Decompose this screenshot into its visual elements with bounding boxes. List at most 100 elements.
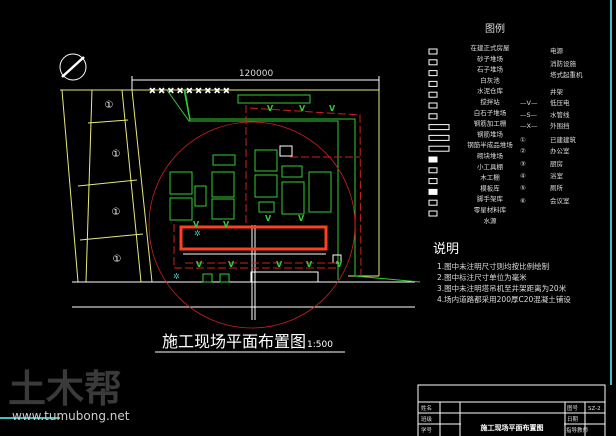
legend-item-label: 井架: [550, 87, 564, 96]
fence-markers: × × × × × × × × ×: [149, 86, 231, 96]
legend-item-label: 厕所: [550, 183, 564, 192]
legend-symbol-icon: ④: [520, 172, 526, 180]
svg-text:①: ①: [113, 254, 122, 265]
legend-item-label: 低压电: [550, 98, 570, 107]
svg-text:× × × × × × × × ×: × × × × × × × × ×: [149, 86, 230, 95]
svg-text:姓名: 姓名: [421, 404, 432, 412]
fire-hydrant-icon: ✲: [173, 272, 180, 281]
svg-text:SZ-2: SZ-2: [588, 406, 601, 412]
legend-symbol-icon: [428, 178, 438, 185]
svg-text:V: V: [265, 214, 272, 223]
legend-item-label: 钢筋堆场: [477, 129, 504, 138]
existing-building-numbers: ① ① ① ①: [105, 100, 122, 265]
legend-symbol-icon: [428, 124, 450, 131]
legend-item-label: 厨房: [550, 159, 563, 168]
legend-item-label: 在建正式房屋: [471, 43, 511, 52]
svg-text:V: V: [223, 220, 230, 229]
legend-item-label: 电源: [550, 46, 564, 55]
legend-item-label: 砂子堆场: [477, 54, 504, 63]
notes-title: 说明: [433, 242, 459, 257]
svg-text:①: ①: [112, 149, 121, 160]
tower-crane-icon: ✲: [194, 229, 201, 238]
legend-symbol-icon: ⑥: [520, 197, 526, 205]
legend-symbol-icon: —X—: [520, 122, 538, 130]
legend-symbol-icon: [428, 145, 450, 152]
legend-symbol-icon: ⑤: [520, 184, 526, 192]
site-fence: [60, 89, 380, 283]
legend-symbol-icon: —V—: [520, 99, 538, 107]
svg-text:V: V: [306, 260, 313, 269]
watermark-url: www.tumubong.net: [12, 409, 130, 423]
legend-item-label: 水管线: [550, 110, 570, 119]
legend-item-label: 搅拌站: [480, 97, 500, 106]
svg-text:V: V: [193, 220, 200, 229]
legend-item-label: 木工棚: [480, 173, 500, 182]
legend-item-label: 钢筋加工棚: [474, 119, 507, 128]
legend-item-label: 石子堆场: [477, 65, 504, 74]
title-block-name-cell: [461, 414, 564, 436]
legend-item-label: 模板库: [480, 183, 500, 192]
svg-text:V: V: [267, 104, 274, 113]
note-item: 4.场内道路都采用200厚C20混凝土铺设: [437, 294, 571, 304]
building-under-construction: [179, 225, 328, 251]
svg-text:V: V: [329, 104, 336, 113]
legend-symbol-icon: [428, 167, 438, 174]
legend-title: 图例: [485, 22, 505, 35]
legend-item-label: 白灰池: [480, 75, 500, 84]
legend-symbol-icon: [428, 102, 438, 109]
legend-symbol-icon: [428, 80, 438, 87]
legend-symbol-icon: ③: [520, 160, 526, 168]
legend-symbol-icon: [428, 210, 438, 217]
legend-item-label: 钢筋半成品堆场: [467, 140, 513, 149]
legend-item-label: 塔式起重机: [550, 70, 583, 79]
legend-symbol-icon: [428, 134, 450, 141]
dimension-label: 120000: [239, 69, 274, 79]
watermark-logo: 土木帮: [8, 367, 122, 411]
note-item: 1.图中未注明尺寸则均按比例绘制: [437, 261, 549, 271]
legend-left-list: 在建正式房屋砂子堆场石子堆场白灰池水泥仓库搅拌站白石子堆场钢筋加工棚钢筋堆场钢筋…: [428, 43, 513, 225]
legend-symbol-icon: [428, 156, 438, 163]
road: [72, 225, 415, 320]
legend-symbol-icon: [428, 48, 438, 55]
legend-symbol-icon: —S—: [520, 111, 538, 119]
svg-text:V: V: [298, 214, 305, 223]
legend-symbol-icon: ②: [520, 147, 526, 155]
legend-item-label: 浴室: [550, 171, 564, 180]
svg-text:①: ①: [112, 207, 121, 218]
legend-symbol-icon: [428, 188, 438, 195]
svg-text:V: V: [299, 104, 306, 113]
note-item: 2.图中标注尺寸单位为毫米: [437, 272, 527, 282]
legend-item-label: 白石子堆场: [474, 108, 507, 117]
drawing-title: 施工现场平面布置图: [162, 332, 306, 351]
legend-symbol-icon: ①: [520, 136, 526, 144]
svg-text:指导教师: 指导教师: [566, 426, 589, 434]
note-item: 3.图中未注明塔吊机至井架距离为20米: [437, 283, 567, 293]
title-block-drawing-name: 施工现场平面布置图: [481, 423, 544, 432]
legend-item-label: 脚手架库: [477, 194, 504, 203]
drawing-scale: 1:500: [307, 340, 333, 350]
legend-item-label: 消防设施: [550, 59, 577, 68]
svg-text:班级: 班级: [421, 415, 433, 423]
svg-text:学号: 学号: [421, 426, 433, 434]
site-facilities: [250, 145, 342, 283]
legend-symbol-icon: [428, 59, 438, 66]
legend-item-label: 零星材料库: [474, 205, 507, 214]
legend-symbol-icon: [428, 70, 438, 77]
legend-item-label: 已建建筑: [550, 135, 577, 144]
title-block-labels: 姓名 班级 学号 图号 日期 指导教师 SZ-2: [421, 404, 601, 434]
legend-item-label: 砌块堆场: [477, 151, 504, 160]
legend-item-label: 外围挡: [550, 121, 570, 130]
legend-item-label: 小工具棚: [477, 162, 504, 171]
north-arrow-icon: [59, 53, 87, 81]
legend-symbol-icon: [428, 113, 438, 120]
utility-lines: [148, 105, 362, 329]
legend-item-label: 办公室: [550, 146, 570, 155]
legend-item-label: 会议室: [550, 196, 570, 205]
dimension-line: [131, 76, 380, 90]
svg-text:V: V: [196, 260, 203, 269]
legend-symbol-icon: [428, 199, 438, 206]
svg-text:图号: 图号: [567, 404, 579, 412]
svg-text:日期: 日期: [567, 416, 579, 423]
